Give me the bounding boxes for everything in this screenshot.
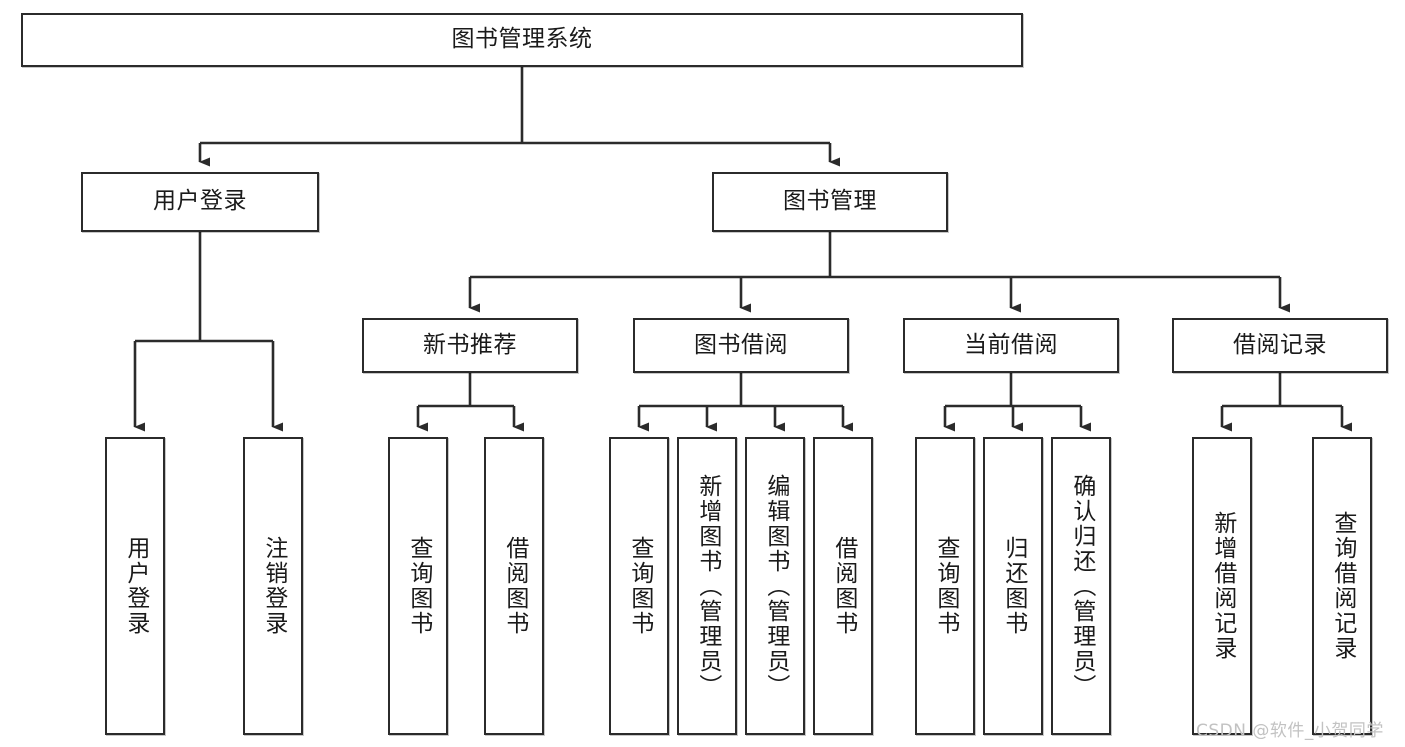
node-user-login[interactable]: 用户登录 — [81, 172, 319, 232]
node-bb-edit-book[interactable]: 编辑图书（管理员） — [745, 437, 805, 735]
node-current-borrow[interactable]: 当前借阅 — [903, 318, 1119, 373]
node-br-query-record-label: 查询借阅记录 — [1329, 511, 1356, 661]
node-user-logout-leaf-label: 注销登录 — [260, 536, 287, 636]
node-bb-query-book-label: 查询图书 — [626, 536, 653, 636]
node-cb-query-book-label: 查询图书 — [932, 536, 959, 636]
node-cb-confirm-return-label: 确认归还（管理员） — [1068, 473, 1095, 699]
node-current-borrow-label: 当前借阅 — [964, 331, 1058, 358]
node-book-borrow[interactable]: 图书借阅 — [633, 318, 849, 373]
node-br-add-record[interactable]: 新增借阅记录 — [1192, 437, 1252, 735]
node-cb-return-book-label: 归还图书 — [1000, 536, 1027, 636]
node-bb-add-book[interactable]: 新增图书（管理员） — [677, 437, 737, 735]
node-cb-query-book[interactable]: 查询图书 — [915, 437, 975, 735]
csdn-watermark: CSDN @软件_小贺同学 — [1196, 721, 1384, 741]
node-bb-edit-book-label: 编辑图书（管理员） — [762, 473, 789, 699]
node-borrow-record[interactable]: 借阅记录 — [1172, 318, 1388, 373]
node-new-book-recommend[interactable]: 新书推荐 — [362, 318, 578, 373]
node-nbr-query-book[interactable]: 查询图书 — [388, 437, 448, 735]
node-borrow-record-label: 借阅记录 — [1233, 331, 1327, 358]
node-root[interactable]: 图书管理系统 — [21, 13, 1023, 67]
node-book-management-label: 图书管理 — [783, 188, 877, 215]
node-book-management[interactable]: 图书管理 — [712, 172, 948, 232]
node-cb-return-book[interactable]: 归还图书 — [983, 437, 1043, 735]
node-bb-borrow-book[interactable]: 借阅图书 — [813, 437, 873, 735]
node-cb-confirm-return[interactable]: 确认归还（管理员） — [1051, 437, 1111, 735]
node-br-add-record-label: 新增借阅记录 — [1209, 511, 1236, 661]
node-user-login-leaf[interactable]: 用户登录 — [105, 437, 165, 735]
node-br-query-record[interactable]: 查询借阅记录 — [1312, 437, 1372, 735]
node-nbr-borrow-book[interactable]: 借阅图书 — [484, 437, 544, 735]
node-bb-borrow-book-label: 借阅图书 — [830, 536, 857, 636]
node-user-login-label: 用户登录 — [153, 188, 247, 215]
node-user-login-leaf-label: 用户登录 — [122, 536, 149, 636]
node-nbr-query-book-label: 查询图书 — [405, 536, 432, 636]
node-nbr-borrow-book-label: 借阅图书 — [501, 536, 528, 636]
node-new-book-recommend-label: 新书推荐 — [423, 331, 517, 358]
node-bb-add-book-label: 新增图书（管理员） — [694, 473, 721, 699]
node-user-logout-leaf[interactable]: 注销登录 — [243, 437, 303, 735]
node-root-label: 图书管理系统 — [451, 26, 593, 53]
node-book-borrow-label: 图书借阅 — [694, 331, 788, 358]
node-bb-query-book[interactable]: 查询图书 — [609, 437, 669, 735]
